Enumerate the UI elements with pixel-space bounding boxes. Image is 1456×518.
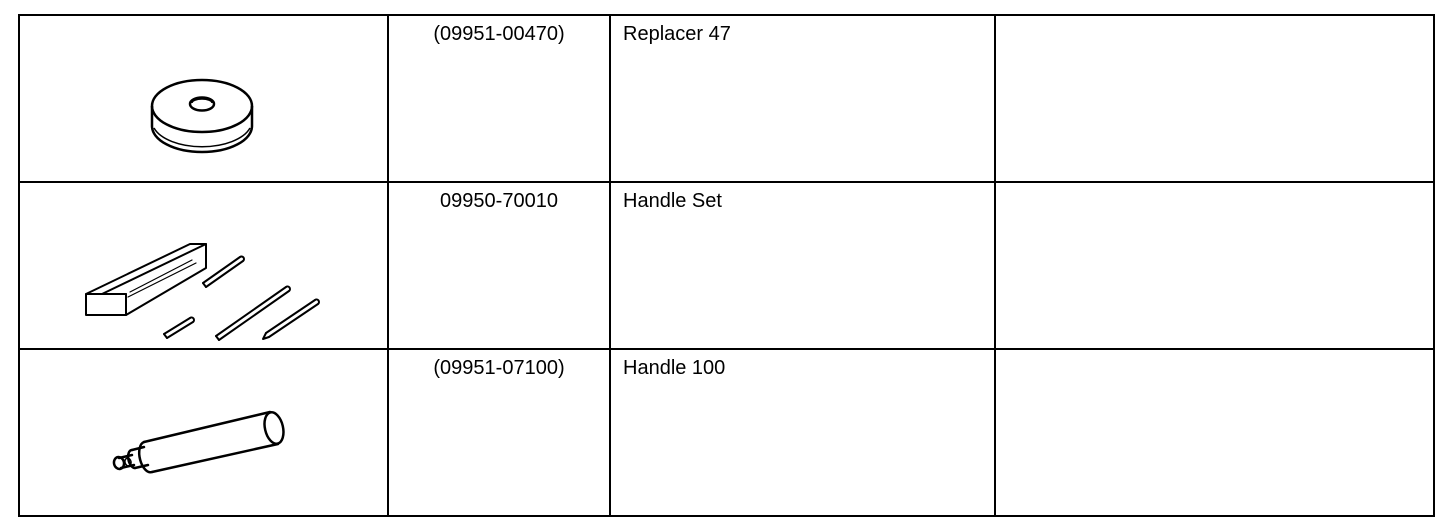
table-row: (09951-07100) Handle 100 (18, 348, 1435, 517)
tool-name: Replacer 47 (609, 14, 996, 183)
part-number: (09951-07100) (387, 348, 611, 517)
table-row: 09950-70010 Handle Set (18, 181, 1435, 350)
part-number: (09951-00470) (387, 14, 611, 183)
replacer-disc-icon (150, 78, 254, 154)
part-number: 09950-70010 (387, 181, 611, 350)
handle-set-icon (85, 243, 320, 341)
handle-bar-icon (112, 410, 285, 474)
tool-illustration-cell (18, 348, 389, 517)
special-tools-table: (09951-00470) Replacer 47 (18, 14, 1435, 517)
tool-illustration-cell (18, 181, 389, 350)
tool-note (994, 14, 1435, 183)
tool-illustration-cell (18, 14, 389, 183)
table-row: (09951-00470) Replacer 47 (18, 14, 1435, 183)
tool-note (994, 348, 1435, 517)
tool-note (994, 181, 1435, 350)
tool-name: Handle Set (609, 181, 996, 350)
tool-name: Handle 100 (609, 348, 996, 517)
